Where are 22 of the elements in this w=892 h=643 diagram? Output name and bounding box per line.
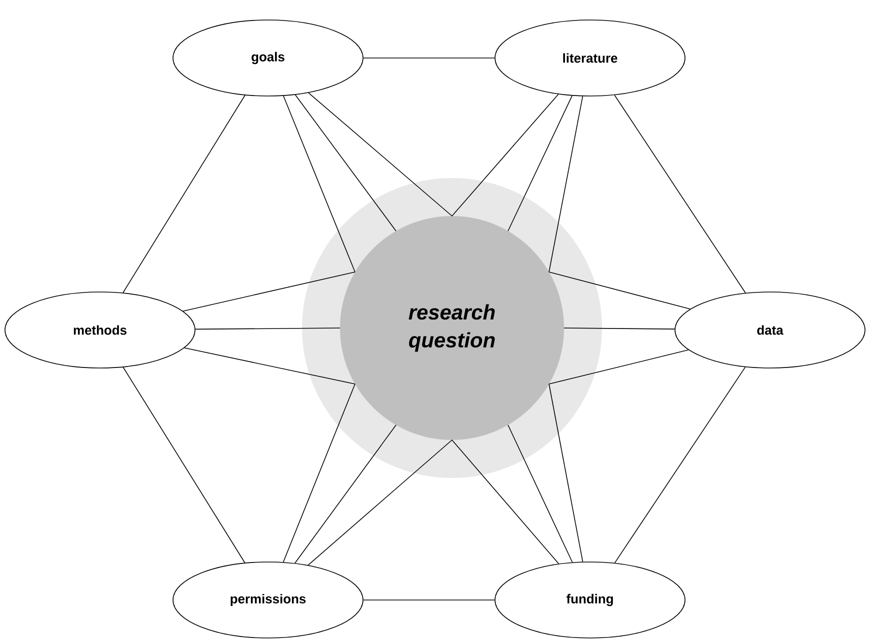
connector-line [308, 92, 452, 216]
connector-line [614, 94, 746, 294]
connector-line [184, 347, 356, 384]
connector-line [508, 424, 573, 563]
connector-line [452, 440, 560, 564]
connector-line [548, 96, 584, 272]
connector-line [122, 366, 246, 564]
connector-line [452, 94, 559, 216]
connector-line [308, 440, 452, 566]
connector-line [614, 366, 746, 564]
connector-line [294, 94, 396, 232]
connector-line [548, 350, 689, 384]
connector-line [283, 95, 356, 272]
connector-line [282, 384, 356, 562]
connector-line [548, 272, 690, 310]
connector-line [294, 424, 396, 564]
connector-line [564, 328, 676, 330]
connector-line [182, 272, 356, 312]
connector-line [548, 384, 584, 562]
connector-line [122, 94, 246, 294]
connector-line [194, 328, 340, 330]
connector-line [508, 95, 573, 232]
